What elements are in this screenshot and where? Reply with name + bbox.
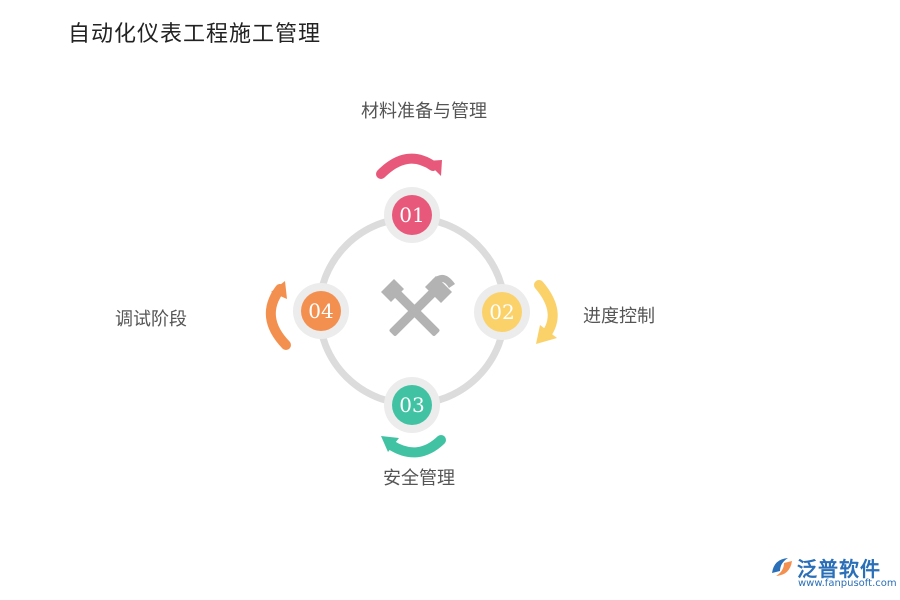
step-label-04: 调试阶段 (115, 309, 187, 330)
node-circle-04 (301, 291, 341, 331)
step-node-01: 01 (384, 187, 440, 243)
step-number-03: 03 (399, 393, 424, 417)
step-label-01: 材料准备与管理 (361, 101, 487, 122)
node-circle-02 (482, 292, 522, 332)
step-node-03: 03 (384, 377, 440, 433)
brand-logo: 泛普软件 www.fanpusoft.com (768, 551, 897, 595)
step-label-03: 安全管理 (383, 468, 455, 489)
step-node-04: 04 (293, 283, 349, 339)
step-label-02: 进度控制 (583, 306, 655, 327)
step-number-01: 01 (399, 203, 424, 227)
arrow-03 (381, 435, 446, 458)
fanpu-logo-icon (772, 558, 792, 576)
step-number-02: 02 (489, 300, 514, 324)
node-circle-01 (392, 195, 432, 235)
step-node-02: 02 (474, 284, 530, 340)
hammer-and-pick-icon (381, 274, 455, 336)
node-circle-03 (392, 385, 432, 425)
page-title: 自动化仪表工程施工管理 (68, 22, 322, 47)
arrow-04 (265, 281, 291, 350)
arrow-01 (376, 153, 442, 179)
step-number-04: 04 (308, 299, 333, 323)
arrow-02 (534, 280, 558, 344)
brand-url: www.fanpusoft.com (798, 578, 897, 589)
brand-name: 泛普软件 (797, 557, 881, 581)
